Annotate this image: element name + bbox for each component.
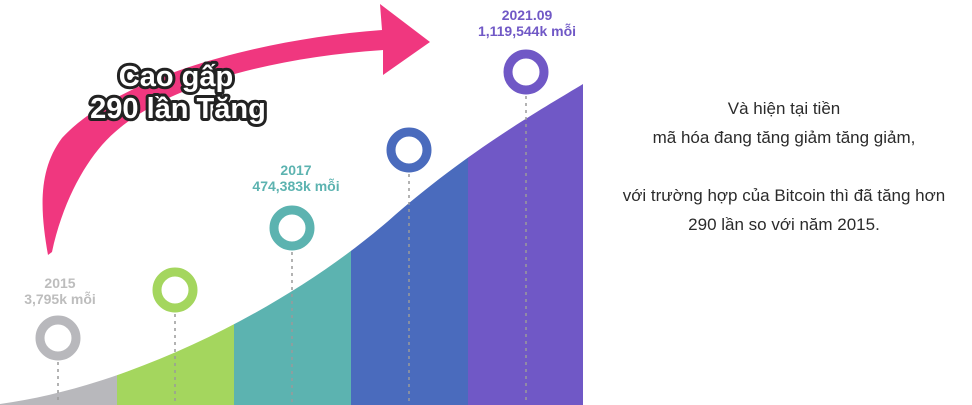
value-label-3: 474,383k mỗi xyxy=(252,178,339,194)
description: Và hiện tại tiền mã hóa đang tăng giảm t… xyxy=(596,94,972,239)
period-label-5: 2021.09 xyxy=(502,7,553,23)
headline-line-1: Cao gấp xyxy=(119,61,233,93)
value-label-1: 3,795k mỗi xyxy=(24,291,96,307)
value-label-5: 1,119,544k mỗi xyxy=(478,23,576,39)
headline-line-2: 290 lần Tăng xyxy=(90,93,266,125)
guide-lines xyxy=(57,96,527,404)
ring-marker-4 xyxy=(386,127,432,173)
ring-marker-2 xyxy=(152,267,198,313)
period-label-3: 2017 xyxy=(280,162,311,178)
headline: Cao gấp 290 lần Tăng xyxy=(87,58,269,128)
ring-marker-5 xyxy=(503,49,549,95)
growth-arrow-icon xyxy=(42,4,431,255)
ring-marker-1 xyxy=(35,315,81,361)
description-line-1: Và hiện tại tiền xyxy=(727,99,841,118)
description-line-2: mã hóa đang tăng giảm tăng giảm, xyxy=(652,128,916,147)
ring-marker-3 xyxy=(269,205,315,251)
period-label-1: 2015 xyxy=(44,275,75,291)
description-line-4: 290 lần so với năm 2015. xyxy=(688,215,880,234)
data-markers xyxy=(35,49,549,361)
description-line-3: với trường hợp của Bitcoin thì đã tăng h… xyxy=(622,186,946,205)
